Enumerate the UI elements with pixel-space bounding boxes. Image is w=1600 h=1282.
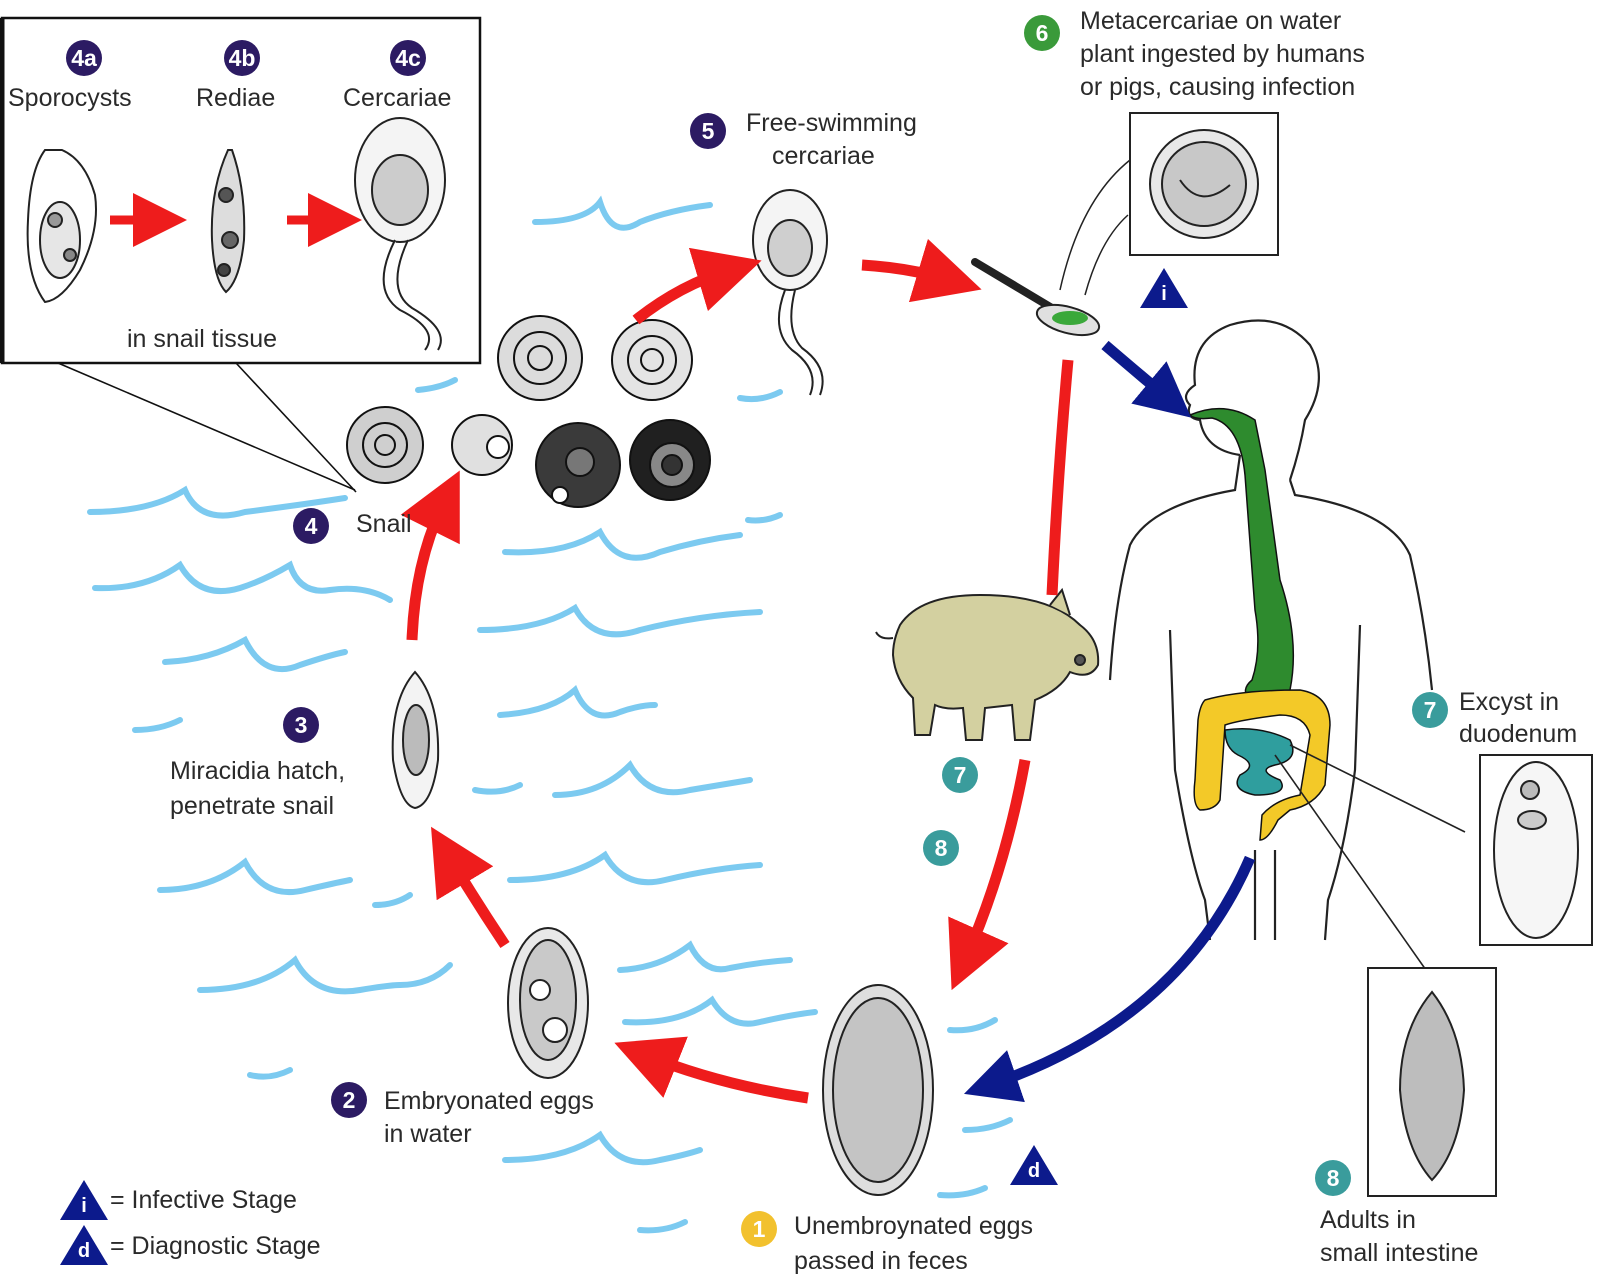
step3-label-line1: Miracidia hatch, (170, 757, 346, 785)
legend-diagnostic-letter: d (77, 1240, 91, 1262)
step8-label-line2: small intestine (1320, 1239, 1479, 1267)
step-badge-6: 6 (1024, 15, 1060, 51)
step2-label-line1: Embryonated eggs (384, 1087, 594, 1115)
step5-label-line1: Free-swimming (746, 109, 917, 137)
triangle-icon (1010, 1145, 1058, 1185)
step-badge-4b: 4b (224, 40, 260, 76)
cercaria-inset-drawing (354, 117, 446, 351)
legend-diagnostic-icon: d (60, 1225, 108, 1265)
step1-label-line1: Unembroynated eggs (794, 1212, 1034, 1240)
step5-label-line2: cercariae (772, 142, 875, 170)
step-badge-7-pig: 7 (942, 757, 978, 793)
step2-label-line2: in water (384, 1120, 472, 1148)
triangle-icon (60, 1225, 108, 1265)
pointer-lines (1274, 744, 1466, 991)
embryonated-egg-drawing (507, 927, 589, 1079)
snail-shells (346, 315, 711, 508)
legend-infective-icon: i (60, 1180, 108, 1220)
legend-infective-label: = Infective Stage (110, 1186, 297, 1214)
step-badge-4: 4 (293, 508, 329, 544)
pig-drawing (875, 587, 1100, 741)
red-cycle-arrows (400, 238, 1074, 1104)
step-badge-8-pig: 8 (923, 830, 959, 866)
snail-label: Snail (356, 510, 412, 538)
sporocysts-label: Sporocysts (8, 84, 132, 112)
rediae-label: Rediae (196, 84, 276, 112)
excyst-box (1479, 754, 1593, 946)
triangle-icon (1140, 268, 1188, 308)
blue-arrows (963, 340, 1256, 1103)
step-badge-5: 5 (690, 113, 726, 149)
inset-caption: in snail tissue (127, 325, 278, 353)
infective-stage-marker: i (1140, 268, 1188, 308)
adult-box (1367, 967, 1497, 1197)
step-badge-4c: 4c (390, 40, 426, 76)
human-outline (1108, 319, 1434, 941)
step3-label-line2: penetrate snail (170, 792, 335, 820)
legend-diagnostic-label: = Diagnostic Stage (110, 1232, 321, 1260)
cercariae-label: Cercariae (343, 84, 452, 112)
redia-drawing (210, 149, 246, 294)
free-cercaria-drawing (752, 189, 828, 396)
diagnostic-stage-marker: d (1010, 1145, 1058, 1185)
digestive-tract (1188, 407, 1331, 841)
unembryonated-egg-drawing (822, 984, 934, 1196)
miracidium-drawing (391, 670, 440, 810)
step-badge-4a: 4a (66, 40, 102, 76)
metacercaria-box (1059, 112, 1279, 296)
step7-label-line1: Excyst in (1459, 688, 1560, 716)
triangle-icon (60, 1180, 108, 1220)
step7-label-line2: duodenum (1459, 720, 1578, 748)
step8-label-line1: Adults in (1320, 1206, 1416, 1234)
legend-infective-letter: i (81, 1195, 87, 1217)
step-badge-8-human: 8 (1315, 1160, 1351, 1196)
step-badge-2: 2 (331, 1082, 367, 1118)
step6-label-line2: plant ingested by humans (1080, 40, 1365, 68)
step1-label-line2: passed in feces (794, 1247, 968, 1275)
water-waves (87, 195, 1013, 1234)
infective-marker-letter: i (1161, 283, 1167, 305)
step6-label-line3: or pigs, causing infection (1080, 73, 1356, 101)
step6-label-line1: Metacercariae on water (1080, 7, 1342, 35)
diagnostic-marker-letter: d (1027, 1160, 1041, 1182)
sporocyst-drawing (26, 149, 97, 304)
step-badge-3: 3 (283, 707, 319, 743)
step-badge-1: 1 (741, 1211, 777, 1247)
spoon-with-plant-drawing (971, 258, 1101, 337)
step-badge-7-human: 7 (1412, 692, 1448, 728)
